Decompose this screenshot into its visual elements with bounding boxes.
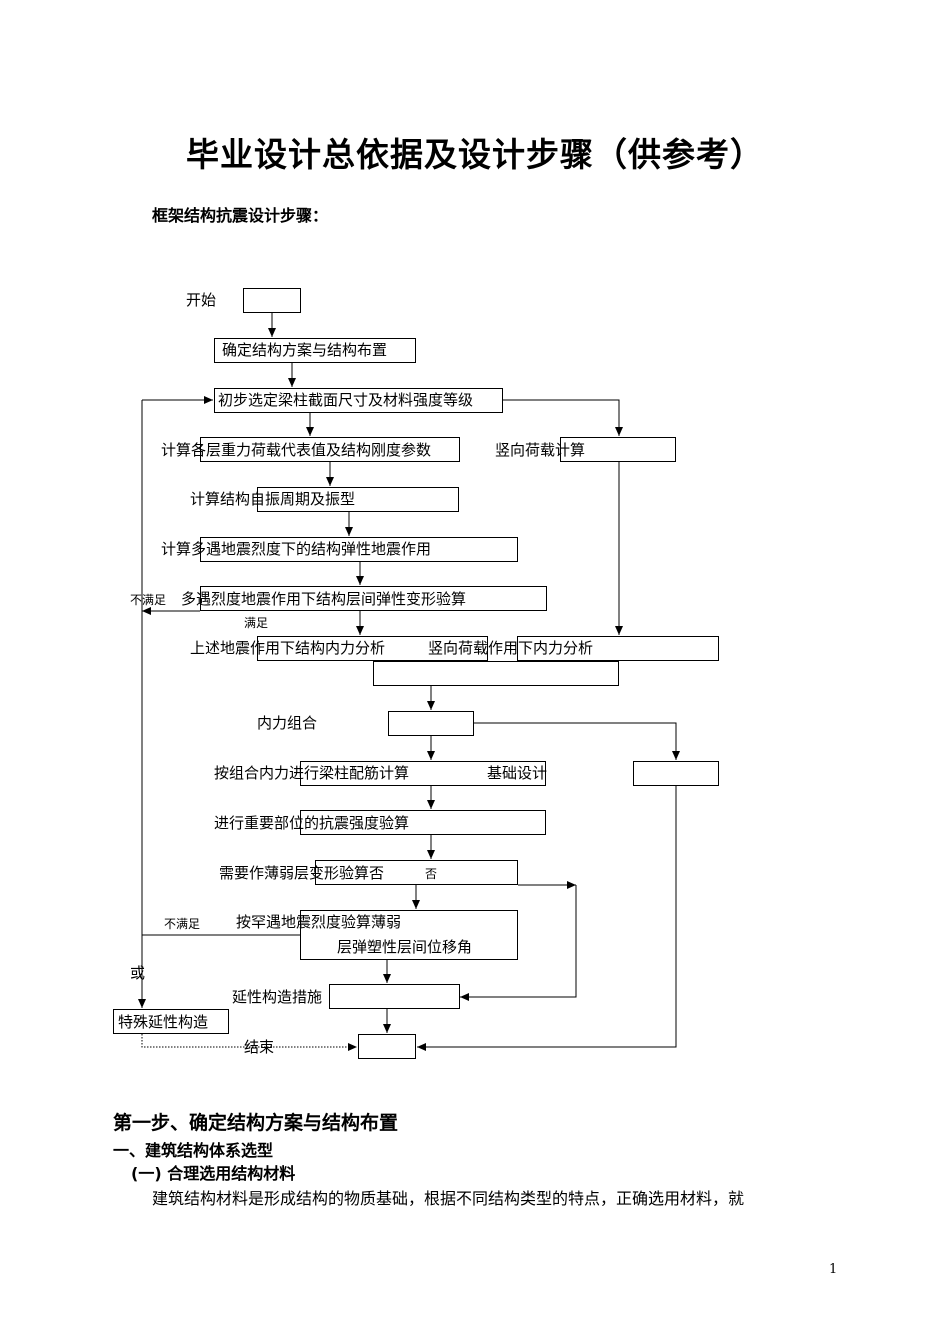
label-step8: 内力组合 — [257, 714, 318, 732]
label-step7b: 竖向荷载作用下内力分析 — [428, 639, 594, 657]
label-step5: 计算多遇地震烈度下的结构弹性地震作用 — [161, 540, 432, 558]
body-paragraph: 建筑结构材料是形成结构的物质基础，根据不同结构类型的特点，正确选用材料，就 — [152, 1189, 745, 1208]
box-step9b — [633, 761, 719, 786]
box-step5 — [200, 537, 518, 562]
flowchart-subtitle: 框架结构抗震设计步骤： — [152, 206, 329, 225]
label-not-satisfied-2: 不满足 — [164, 917, 201, 931]
label-step1: 确定结构方案与结构布置 — [222, 341, 388, 359]
section-heading-3: (一) 合理选用结构材料 — [131, 1164, 296, 1183]
box-step3 — [200, 437, 460, 462]
label-end: 结束 — [244, 1038, 275, 1056]
label-step11: 需要作薄弱层变形验算否 — [219, 864, 385, 882]
box-step11 — [315, 860, 518, 885]
page-title: 毕业设计总依据及设计步骤（供参考） — [186, 135, 764, 174]
box-step10 — [300, 810, 546, 835]
box-step12 — [300, 910, 518, 960]
box-step1 — [214, 338, 416, 363]
label-or: 或 — [130, 964, 146, 982]
label-step3b: 竖向荷载计算 — [495, 441, 586, 459]
end-box — [358, 1034, 416, 1059]
box-step8 — [388, 711, 474, 736]
label-step9: 按组合内力进行梁柱配筋计算 — [214, 764, 410, 782]
start-box — [243, 288, 301, 313]
label-step3: 计算各层重力荷载代表值及结构刚度参数 — [161, 441, 432, 459]
label-step4: 计算结构自振周期及振型 — [190, 490, 356, 508]
section-heading-1: 第一步、确定结构方案与结构布置 — [113, 1112, 399, 1134]
box-step13 — [329, 984, 460, 1009]
box-step2 — [214, 388, 503, 413]
label-satisfied: 满足 — [244, 616, 269, 630]
box-step7b — [517, 636, 719, 661]
label-step12a: 按罕遇地震烈度验算薄弱 — [236, 913, 402, 931]
box-step6 — [200, 586, 547, 611]
box-step14 — [113, 1009, 229, 1034]
box-step4 — [257, 487, 459, 512]
label-start: 开始 — [186, 291, 217, 309]
label-not-satisfied: 不满足 — [130, 593, 167, 607]
label-step6: 多遇烈度地震作用下结构层间弹性变形验算 — [181, 590, 467, 608]
label-step12b: 层弹塑性层间位移角 — [337, 938, 473, 956]
page-number: 1 — [829, 1262, 838, 1277]
label-step13: 延性构造措施 — [232, 988, 323, 1006]
label-step7: 上述地震作用下结构内力分析 — [190, 639, 386, 657]
label-step9b: 基础设计 — [487, 764, 548, 782]
box-merge — [373, 661, 619, 686]
box-step3b — [560, 437, 676, 462]
box-step7 — [257, 636, 488, 661]
label-step14: 特殊延性构造 — [118, 1013, 209, 1031]
box-step9 — [300, 761, 546, 786]
section-heading-2: 一、建筑结构体系选型 — [113, 1141, 274, 1160]
label-no: 否 — [425, 867, 438, 881]
label-step10: 进行重要部位的抗震强度验算 — [214, 814, 410, 832]
label-step2: 初步选定梁柱截面尺寸及材料强度等级 — [218, 391, 474, 409]
